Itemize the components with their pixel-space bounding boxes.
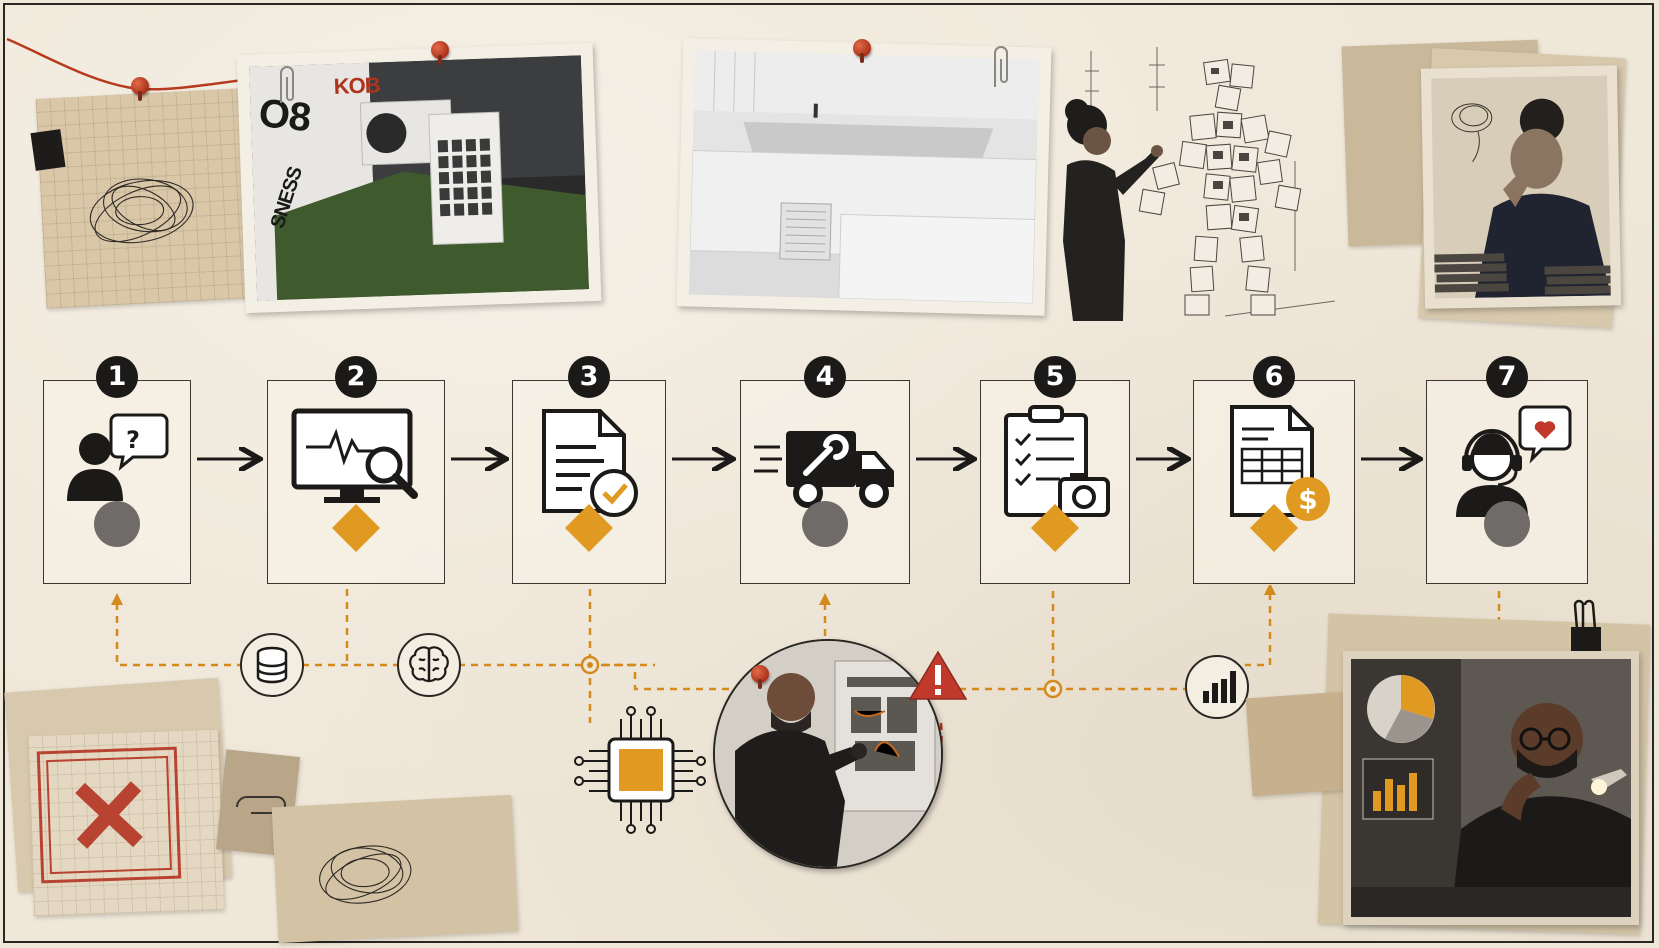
warning-icon (908, 650, 968, 700)
scribble-icon (89, 178, 194, 244)
sign-text-red: KOB (333, 72, 381, 99)
analytics-node[interactable] (1185, 655, 1249, 719)
paperclip-icon (280, 66, 294, 103)
pushpin-icon (853, 39, 871, 63)
binder-clip-icon (30, 129, 66, 171)
step-5-box[interactable]: 5 (980, 356, 1130, 584)
step-number-badge: 6 (1253, 356, 1295, 398)
step-3-box[interactable]: 3 (512, 356, 666, 584)
svg-text:?: ? (126, 426, 140, 454)
step-number-badge: 3 (568, 356, 610, 398)
photo-bathtub (676, 38, 1052, 316)
service-truck-icon (754, 431, 894, 508)
ai-chip-icon (574, 706, 706, 834)
step-number-badge: 1 (96, 356, 138, 398)
tape-strip (1245, 691, 1349, 797)
status-circle-gray (1484, 501, 1530, 547)
sketch-woman-notes-figure (1063, 47, 1336, 321)
invoice-dollar-icon: $ (1230, 405, 1330, 521)
photo-heat-pump-units: O8 KOB SNESS (236, 42, 602, 314)
binder-clip-icon (1571, 599, 1601, 651)
flow-arrows (197, 445, 1659, 475)
step-number-badge: 7 (1486, 356, 1528, 398)
step-6-box[interactable]: 6 $ (1193, 356, 1355, 584)
status-diamond-orange (331, 503, 381, 553)
step-number-badge: 4 (804, 356, 846, 398)
brain-icon (409, 646, 449, 683)
bar-chart-icon (1203, 671, 1236, 703)
torn-paper-piece (271, 794, 519, 944)
step-number-badge: 2 (335, 356, 377, 398)
status-circle-gray (802, 501, 848, 547)
pushpin-icon (131, 77, 149, 101)
step-1-box[interactable]: 1 ? (43, 356, 191, 584)
pushpin-icon (431, 41, 449, 65)
scribble-icon (319, 845, 412, 904)
monitor-diagnostics-icon (291, 408, 418, 503)
database-icon (256, 646, 288, 684)
photo-thinking-analyst (1343, 651, 1639, 925)
database-node[interactable] (240, 633, 304, 697)
diagram-canvas: O8 KOB SNESS (3, 3, 1654, 944)
pushpin-icon (751, 665, 769, 689)
step-2-box[interactable]: 2 (267, 356, 445, 584)
status-circle-gray (94, 501, 140, 547)
step-number-badge: 5 (1034, 356, 1076, 398)
photo-worried-woman (1420, 65, 1622, 309)
red-x-icon (75, 781, 143, 849)
step-4-box[interactable]: 4 (740, 356, 910, 584)
step-7-box[interactable]: 7 (1426, 356, 1588, 584)
photo-technician-repair (713, 639, 943, 869)
svg-text:$: $ (1298, 483, 1317, 516)
brain-node[interactable] (397, 633, 461, 697)
customer-question-icon: ? (67, 413, 169, 501)
rejected-stamp (36, 746, 182, 884)
grid-paper-note (35, 87, 269, 309)
paperclip-icon (994, 46, 1008, 87)
approved-document-icon (542, 409, 638, 517)
